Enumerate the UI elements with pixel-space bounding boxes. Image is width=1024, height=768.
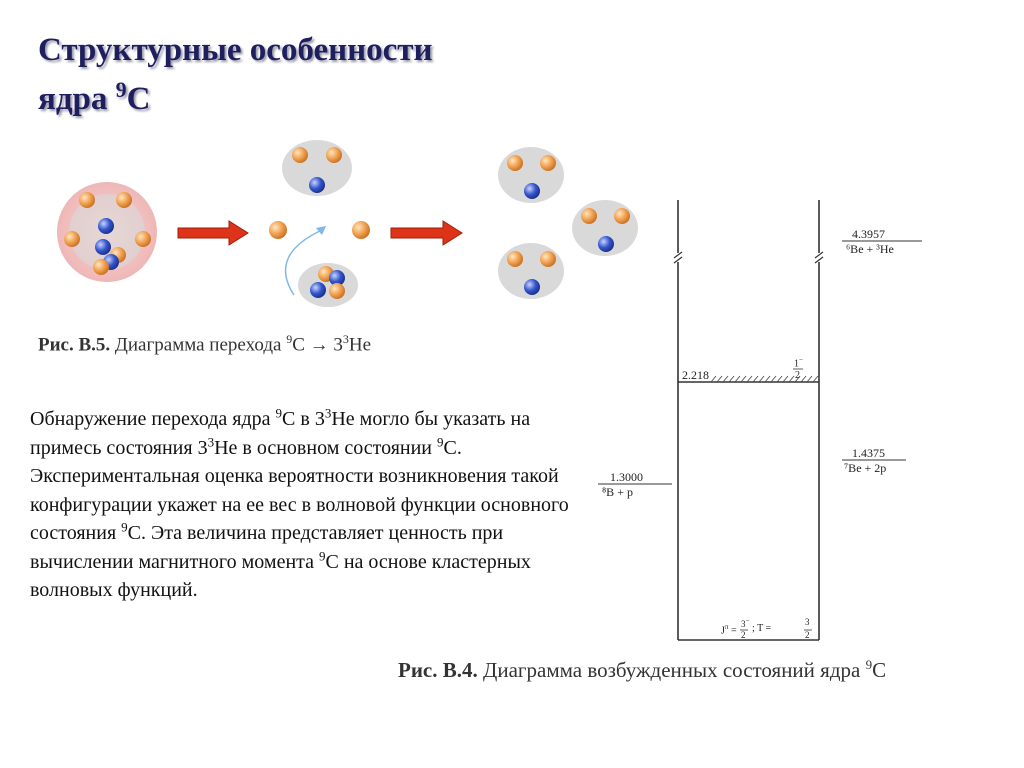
fig4-caption-label: Рис. В.4. [398, 658, 478, 682]
ground-j-den: 2 [741, 630, 746, 640]
ground-t-num: 3 [805, 617, 810, 627]
fig4-caption: Рис. В.4. Диаграмма возбужденных состоян… [398, 657, 886, 683]
neutron-icon [329, 270, 345, 286]
slide-title: Структурные особенности ядра 9С [38, 30, 598, 119]
he3-clusters [498, 147, 638, 299]
proton-icon [116, 192, 132, 208]
fig5-caption-mid: C → 3 [292, 334, 343, 356]
neutron-icon [524, 279, 540, 295]
body-text-segment: Обнаружение перехода ядра [30, 408, 276, 430]
proton-icon [614, 208, 630, 224]
threshold-energy-2p: 1.4375 [852, 446, 885, 460]
body-text-segment: Не могло бы указать на примесь состояния… [30, 408, 531, 459]
proton-icon [352, 221, 370, 239]
fig5-caption-label: Рис. В.5. [38, 334, 111, 356]
axis-break-icon [673, 251, 683, 259]
curved-arrow-icon [284, 229, 323, 296]
threshold-channel-2p: ⁷Be + 2p [844, 461, 887, 475]
fig5-caption-sup2: 3 [342, 332, 349, 346]
neutron-icon [95, 239, 111, 255]
fig5-caption-text: Диаграмма перехода [110, 334, 287, 356]
fig4-caption-text: Диаграмма возбужденных состояний ядра [477, 658, 866, 682]
axis-break-icon [814, 251, 824, 259]
intermediate-stage [269, 140, 370, 307]
threshold-channel-he3: ⁶Be + ³He [846, 242, 894, 256]
jpi-pi: π [724, 623, 729, 631]
proton-icon [507, 251, 523, 267]
excited-state-energy: 2.218 [682, 368, 709, 382]
proton-icon [540, 251, 556, 267]
proton-icon [326, 147, 342, 163]
excited-state-spin-num: 1− [794, 356, 803, 369]
transition-arrow-icon [177, 220, 249, 246]
j-num: 3 [741, 619, 746, 629]
proton-icon [540, 155, 556, 171]
jpi-eq: = [728, 625, 737, 637]
j-parity: − [745, 617, 750, 625]
proton-icon [329, 283, 345, 299]
title-line2-prefix: ядра [38, 81, 116, 117]
axis-break-icon [814, 256, 824, 264]
proton-icon [93, 259, 109, 275]
level-width-hatching [710, 375, 819, 383]
fig5-caption-sup1: 9 [286, 332, 293, 346]
body-text-segment: С. Эта величина представляет ценность пр… [30, 522, 504, 573]
ground-t-den: 2 [805, 630, 810, 640]
curved-arrow-head-icon [316, 226, 326, 235]
body-text-sup: 9 [437, 433, 444, 449]
body-text-segment: С на основе кластерных волновых функций. [30, 550, 531, 602]
proton-icon [292, 147, 308, 163]
c9-nucleus [57, 182, 157, 282]
jpi-j: J [721, 625, 725, 637]
neutron-icon [310, 282, 326, 298]
fig5-caption: Рис. В.5. Диаграмма перехода 9C → 33He [38, 332, 371, 356]
ground-t-sep: ; T = [752, 623, 772, 634]
body-paragraph: Обнаружение перехода ядра 9С в 33Не могл… [30, 405, 575, 605]
proton-icon [79, 192, 95, 208]
threshold-energy-p: 1.3000 [610, 470, 643, 484]
proton-icon [507, 155, 523, 171]
fig5-caption-end: He [348, 334, 372, 356]
fig4-caption-sup: 9 [865, 657, 873, 672]
body-text-segment: С в 3 [282, 408, 325, 430]
body-text-segment: Не в основном состоянии [214, 436, 438, 459]
body-text-sup: 9 [319, 547, 326, 563]
title-line2-suffix: С [126, 81, 151, 117]
body-text-sup: 9 [121, 519, 128, 535]
neutron-icon [309, 177, 325, 193]
neutron-icon [598, 236, 614, 252]
spin-num: 1 [794, 358, 799, 370]
proton-icon [581, 208, 597, 224]
body-text-sup: 3 [324, 405, 332, 421]
neutron-icon [98, 218, 114, 234]
ground-j-num: 3− [741, 617, 749, 629]
proton-icon [64, 231, 80, 247]
fig4-caption-end: C [872, 658, 887, 682]
body-text-segment: С. Экспериментальная оценка вероятности … [30, 436, 569, 545]
transition-diagram [57, 140, 638, 307]
title-line2-sup: 9 [115, 77, 127, 102]
ground-state-label: Jπ = [721, 623, 737, 636]
axis-break-icon [673, 256, 683, 264]
proton-icon [135, 231, 151, 247]
body-text-sup: 9 [275, 405, 283, 421]
threshold-energy-he3: 4.3957 [852, 227, 885, 241]
title-line1: Структурные особенности [38, 32, 433, 68]
transition-arrow-icon [390, 220, 463, 246]
proton-icon [269, 221, 287, 239]
threshold-channel-p: ⁸B + p [602, 485, 633, 499]
excited-state-spin-den: 2 [795, 370, 800, 381]
level-diagram: 4.3957 ⁶Be + ³He 1.4375 ⁷Be + 2p 1.3000 … [590, 195, 930, 645]
spin-parity: − [799, 356, 803, 364]
neutron-icon [524, 183, 540, 199]
body-text-sup: 3 [207, 433, 215, 449]
level-diagram-lines [598, 200, 922, 641]
